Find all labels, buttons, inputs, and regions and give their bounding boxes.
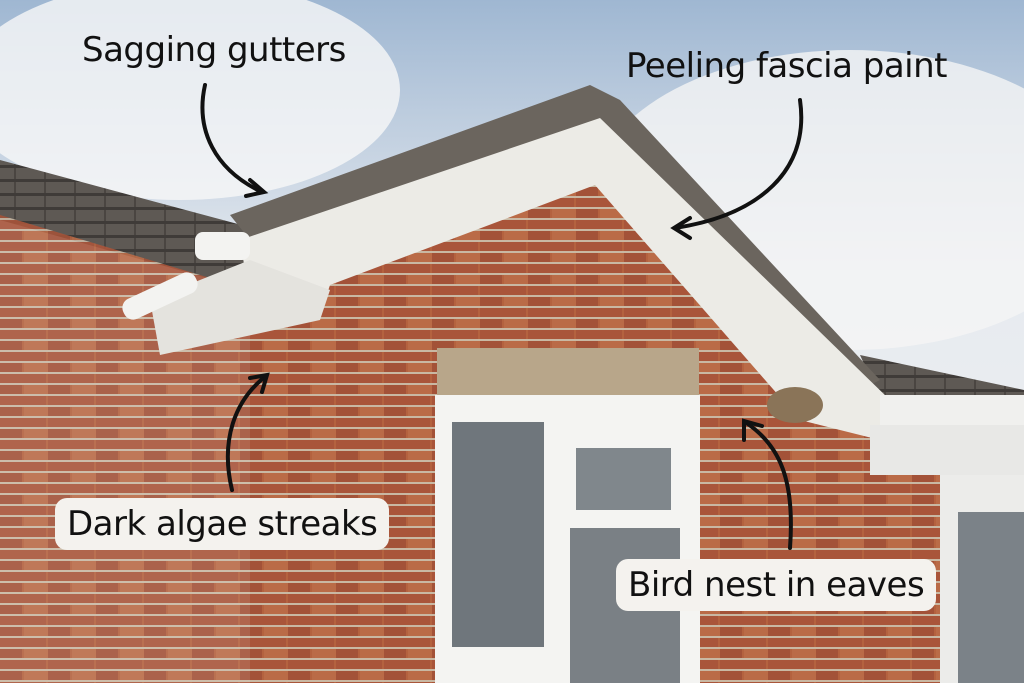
label-algae-streaks: Dark algae streaks	[55, 498, 390, 550]
label-peeling-fascia: Peeling fascia paint	[626, 46, 948, 86]
gable-roof	[230, 85, 880, 390]
label-bird-nest: Bird nest in eaves	[616, 559, 937, 611]
arrow-peeling-fascia	[673, 98, 804, 230]
arrow-bird-nest	[743, 420, 793, 550]
fascia-board	[240, 118, 890, 440]
left-roof	[0, 160, 260, 290]
arrow-sagging-gutters	[200, 83, 264, 194]
label-sagging-gutters: Sagging gutters	[82, 30, 346, 70]
bird-nest	[767, 387, 823, 423]
arrow-algae	[225, 374, 268, 492]
